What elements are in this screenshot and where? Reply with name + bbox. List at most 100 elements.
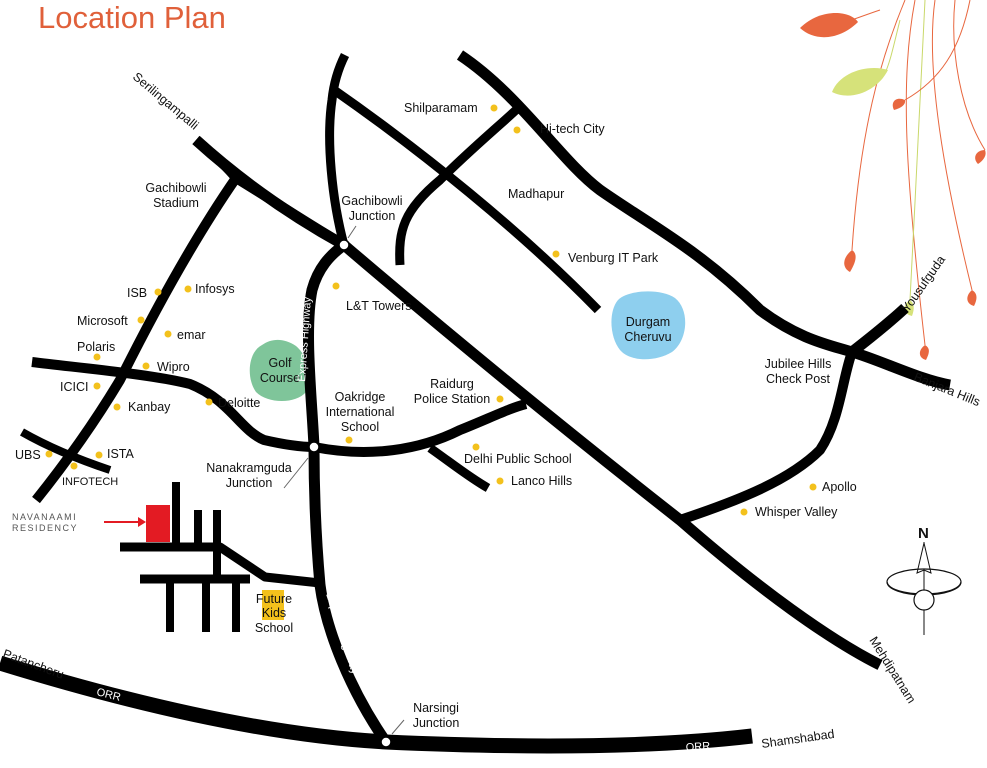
project-name: NAVANAAMI: [12, 512, 77, 522]
place-label: Junction: [226, 476, 273, 490]
durgam-cheruvu-lake: [611, 291, 686, 360]
leaf-icon: [832, 68, 888, 96]
compass-icon: N: [886, 525, 962, 635]
lanco-road: [427, 444, 491, 492]
lake-label: Durgam: [626, 315, 670, 329]
place-label: Delhi Public School: [464, 452, 572, 466]
leaf-icon: [800, 12, 858, 38]
project-name: RESIDENCY: [12, 523, 78, 533]
ista-road: [20, 428, 112, 474]
place-label: Lanco Hills: [511, 474, 572, 488]
jubilee-road: [678, 350, 857, 525]
place-label: ICICI: [60, 380, 88, 394]
place-label: Check Post: [766, 372, 830, 386]
poi-dot: [490, 104, 498, 112]
nanakramguda-road: [31, 357, 315, 452]
place-label: Banjara Hills: [912, 370, 982, 409]
place-label: School: [341, 420, 379, 434]
express-highway: [303, 240, 391, 746]
place-label: International: [326, 405, 395, 419]
place-label: Raidurg: [430, 377, 474, 391]
place-label: Venburg IT Park: [568, 251, 659, 265]
express-highway-label: Express Highway: [296, 296, 314, 382]
place-label: Kids: [262, 606, 286, 620]
place-label: ISTA: [107, 447, 135, 461]
orr-label: ORR: [685, 740, 710, 754]
project-marker: [146, 505, 170, 542]
place-label: L&T Towers: [346, 299, 412, 313]
madhapur-road: [456, 50, 952, 391]
place-label: Stadium: [153, 196, 199, 210]
place-label: INFOTECH: [62, 476, 118, 488]
poi-dot: [496, 477, 504, 485]
golf-course-label: Course: [260, 371, 300, 385]
place-label: UBS: [15, 448, 41, 462]
poi-dot: [70, 462, 78, 470]
leaf-icon: [919, 345, 929, 360]
place-label: School: [255, 621, 293, 635]
place-label: Gachibowli: [341, 194, 402, 208]
place-label: emar: [177, 328, 205, 342]
poi-dot: [513, 126, 521, 134]
poi-dot: [142, 362, 150, 370]
poi-dot: [45, 450, 53, 458]
poi-dots: [45, 104, 817, 516]
junction-marker: [338, 239, 350, 251]
pointer-line: [347, 225, 357, 239]
poi-dot: [345, 436, 353, 444]
raidurg-road: [313, 399, 528, 457]
poi-dot: [740, 508, 748, 516]
place-label: Jubilee Hills: [765, 357, 832, 371]
place-label: Nanakramguda: [206, 461, 292, 475]
place-label: Narsingi: [413, 701, 459, 715]
place-label: Microsoft: [77, 314, 128, 328]
leaf-icon: [967, 290, 977, 306]
lake-label: Cheruvu: [624, 330, 671, 344]
nh9-label: NH-9: [365, 237, 393, 262]
place-label: Hi-tech City: [540, 122, 605, 136]
north-road: [325, 52, 350, 247]
poi-dot: [332, 282, 340, 290]
school-marker: [262, 590, 284, 620]
place-label: Madhapur: [508, 187, 564, 201]
place-label: Shilparamam: [404, 101, 478, 115]
place-label: Deloitte: [218, 396, 260, 410]
yousufguda-road: [848, 303, 909, 357]
golf-course-label: Golf: [269, 356, 292, 370]
poi-dot: [93, 353, 101, 361]
place-label: Police Station: [414, 392, 490, 406]
place-label: Oakridge: [335, 390, 386, 404]
place-label: Apollo: [822, 480, 857, 494]
place-label: Infosys: [195, 282, 235, 296]
leaf-icon: [844, 250, 856, 272]
poi-dot: [95, 451, 103, 459]
place-label: Whisper Valley: [755, 505, 838, 519]
arrow-icon: [138, 517, 146, 527]
place-label: Junction: [349, 209, 396, 223]
poi-dot: [137, 316, 145, 324]
poi-dot: [184, 285, 192, 293]
place-label: ISB: [127, 286, 147, 300]
orr-label: ORR: [95, 686, 122, 704]
pointer-line: [283, 457, 309, 489]
place-label: Future: [256, 592, 292, 606]
leaf-icon: [975, 150, 986, 164]
poi-dot: [164, 330, 172, 338]
place-label: Polaris: [77, 340, 115, 354]
poi-dot: [496, 395, 504, 403]
poi-dot: [154, 288, 162, 296]
venburg-road: [331, 86, 602, 314]
poi-dot: [93, 382, 101, 390]
place-label: Yousufguda: [899, 253, 948, 315]
junction-marker: [308, 441, 320, 453]
place-label: Kanbay: [128, 400, 171, 414]
golf-course-area: [249, 339, 310, 401]
leaf-icon: [892, 98, 906, 110]
place-label: Gachibowli: [145, 181, 206, 195]
place-label: Wipro: [157, 360, 190, 374]
place-label: Mehdipatnam: [866, 634, 918, 706]
pointer-line: [391, 719, 405, 735]
hitech-road: [395, 106, 520, 266]
stadium-road: [233, 173, 347, 250]
